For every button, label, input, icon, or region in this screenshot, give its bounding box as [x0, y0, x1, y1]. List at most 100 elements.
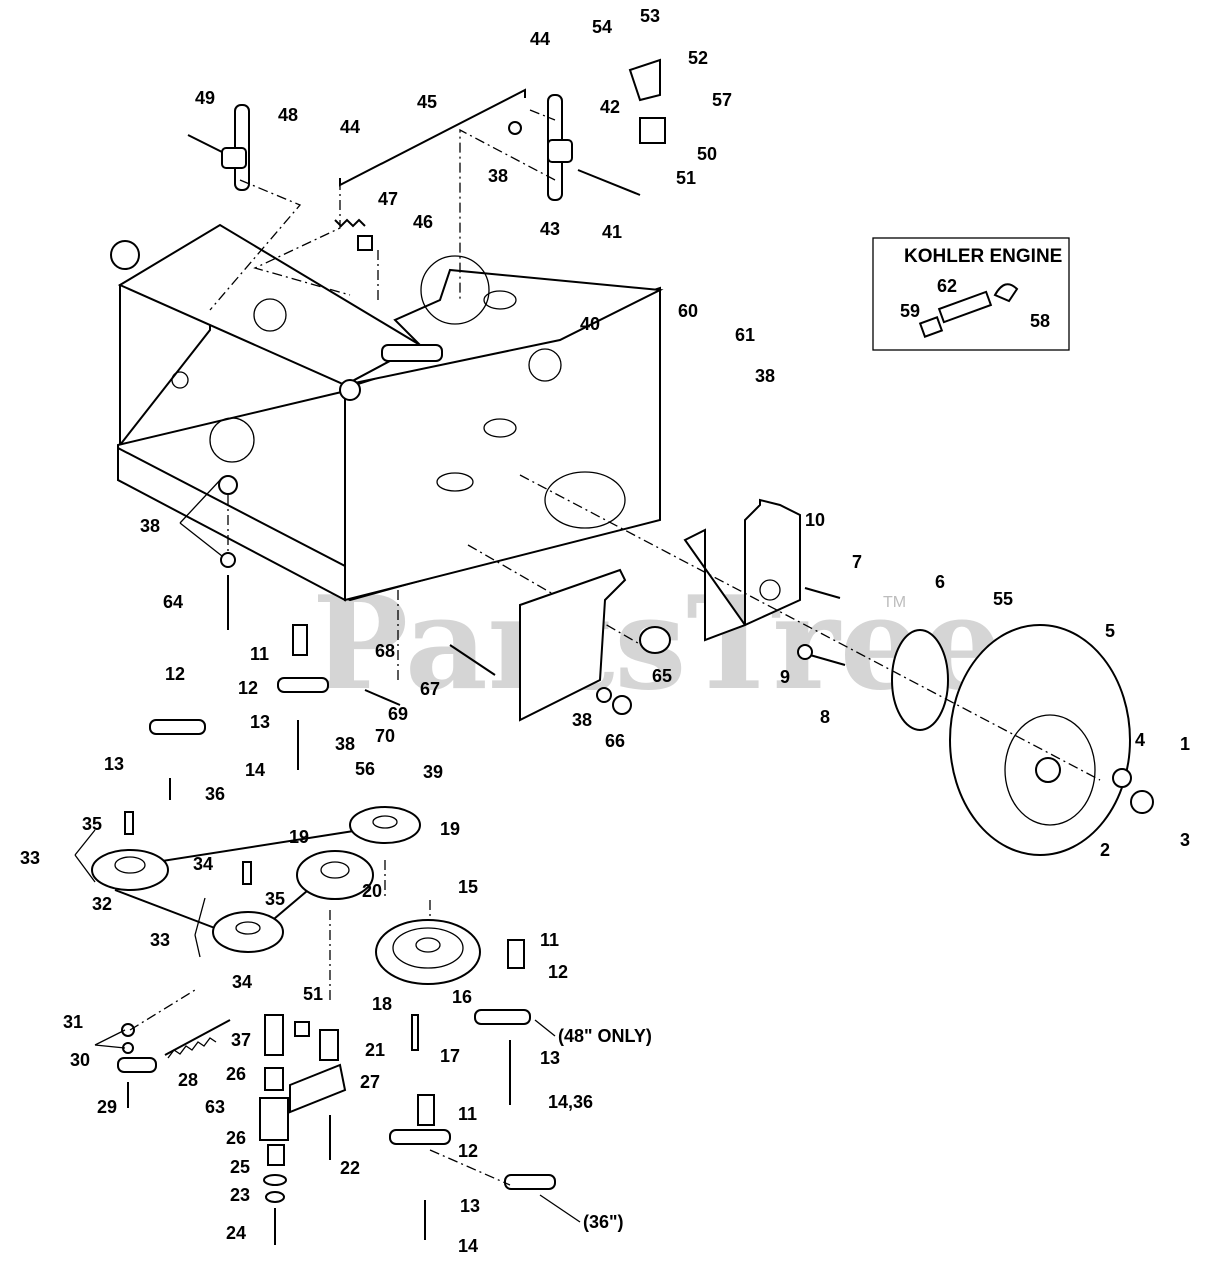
callout-35a: 35 [82, 814, 102, 834]
callout-19b: 19 [289, 827, 309, 847]
callout-38e: 38 [335, 734, 355, 754]
callout-51a: 51 [676, 168, 696, 188]
inset-label-58: 58 [1030, 311, 1050, 331]
kohler-engine-inset: KOHLER ENGINE 59 62 58 [872, 237, 1070, 351]
callout-11b: 11 [540, 930, 559, 950]
callout-63: 63 [205, 1097, 225, 1117]
callout-6: 6 [935, 572, 945, 592]
callout-4: 4 [1135, 730, 1145, 750]
callout-5: 5 [1105, 621, 1115, 641]
callout-45: 45 [417, 92, 437, 112]
callout-34a: 34 [193, 854, 213, 874]
callout-12d: 12 [458, 1141, 478, 1161]
callout-28: 28 [178, 1070, 198, 1090]
callout-26a: 26 [226, 1064, 246, 1084]
callout-33b: 33 [150, 930, 170, 950]
callout-46: 46 [413, 212, 433, 232]
lower-parts [117, 939, 556, 1245]
callout-31: 31 [63, 1012, 83, 1032]
callout-52: 52 [688, 48, 708, 68]
callout-29: 29 [97, 1097, 117, 1117]
callout-30: 30 [70, 1050, 90, 1070]
callout-47: 47 [378, 189, 398, 209]
callout-25: 25 [230, 1157, 250, 1177]
callout-13c: 13 [540, 1048, 560, 1068]
watermark-tm: TM [883, 594, 906, 611]
callout-60: 60 [678, 301, 698, 321]
callout-23: 23 [230, 1185, 250, 1205]
callout-12c: 12 [548, 962, 568, 982]
callout-20: 20 [362, 881, 382, 901]
callout-42: 42 [600, 97, 620, 117]
callout-38c: 38 [140, 516, 160, 536]
callout-38d: 38 [572, 710, 592, 730]
callout-14-36: 14,36 [548, 1092, 593, 1112]
callout-39: 39 [423, 762, 443, 782]
callout-2: 2 [1100, 840, 1110, 860]
callout-65: 65 [652, 666, 672, 686]
callout-27: 27 [360, 1072, 380, 1092]
inset-label-59: 59 [900, 301, 920, 321]
pulley-belt-parts [91, 806, 481, 1051]
note-48-only: (48" ONLY) [558, 1026, 652, 1046]
callout-44b: 44 [340, 117, 360, 137]
axle-bracket-part-10 [397, 474, 1154, 856]
callout-40: 40 [580, 314, 600, 334]
callout-70: 70 [375, 726, 395, 746]
callout-38a: 38 [488, 166, 508, 186]
callout-34b: 34 [232, 972, 252, 992]
callout-18: 18 [372, 994, 392, 1014]
callout-7: 7 [852, 552, 862, 572]
callout-11a: 11 [250, 644, 269, 664]
middle-parts [149, 475, 671, 800]
callout-24: 24 [226, 1223, 246, 1243]
callout-9: 9 [780, 667, 790, 687]
callout-11c: 11 [458, 1104, 477, 1124]
callout-14a: 14 [245, 760, 265, 780]
callout-12b: 12 [165, 664, 185, 684]
callout-67: 67 [420, 679, 440, 699]
callout-3: 3 [1180, 830, 1190, 850]
callout-22: 22 [340, 1158, 360, 1178]
callout-57: 57 [712, 90, 732, 110]
callout-41: 41 [602, 222, 622, 242]
callout-69: 69 [388, 704, 408, 724]
callout-15: 15 [458, 877, 478, 897]
callout-36a: 36 [205, 784, 225, 804]
callout-54: 54 [592, 17, 612, 37]
callout-21: 21 [365, 1040, 385, 1060]
callout-66: 66 [605, 731, 625, 751]
callout-51b: 51 [303, 984, 323, 1004]
callout-48: 48 [278, 105, 298, 125]
callout-12a: 12 [238, 678, 258, 698]
inset-title: KOHLER ENGINE [904, 246, 1062, 267]
note-36: (36") [583, 1212, 624, 1232]
callout-43: 43 [540, 219, 560, 239]
callout-16: 16 [452, 987, 472, 1007]
callout-50: 50 [697, 144, 717, 164]
callout-13b: 13 [104, 754, 124, 774]
callout-13a: 13 [250, 712, 270, 732]
callout-13d: 13 [460, 1196, 480, 1216]
inset-label-62: 62 [937, 276, 957, 296]
frame-part-40 [110, 223, 664, 602]
callout-1: 1 [1180, 734, 1190, 754]
callout-56: 56 [355, 759, 375, 779]
callout-55: 55 [993, 589, 1013, 609]
callout-14b: 14 [458, 1236, 478, 1256]
callout-19a: 19 [440, 819, 460, 839]
callout-32: 32 [92, 894, 112, 914]
callout-61: 61 [735, 325, 755, 345]
callout-8: 8 [820, 707, 830, 727]
callout-38b: 38 [755, 366, 775, 386]
callout-10: 10 [805, 510, 825, 530]
callout-labels: 53 54 52 57 44 42 50 51 49 48 45 44 38 4… [20, 6, 1190, 1256]
callout-49: 49 [195, 88, 215, 108]
callout-26b: 26 [226, 1128, 246, 1148]
callout-53: 53 [640, 6, 660, 26]
leader-lines [74, 477, 223, 1049]
callout-37: 37 [231, 1030, 251, 1050]
callout-44a: 44 [530, 29, 550, 49]
callout-68: 68 [375, 641, 395, 661]
callout-35b: 35 [265, 889, 285, 909]
